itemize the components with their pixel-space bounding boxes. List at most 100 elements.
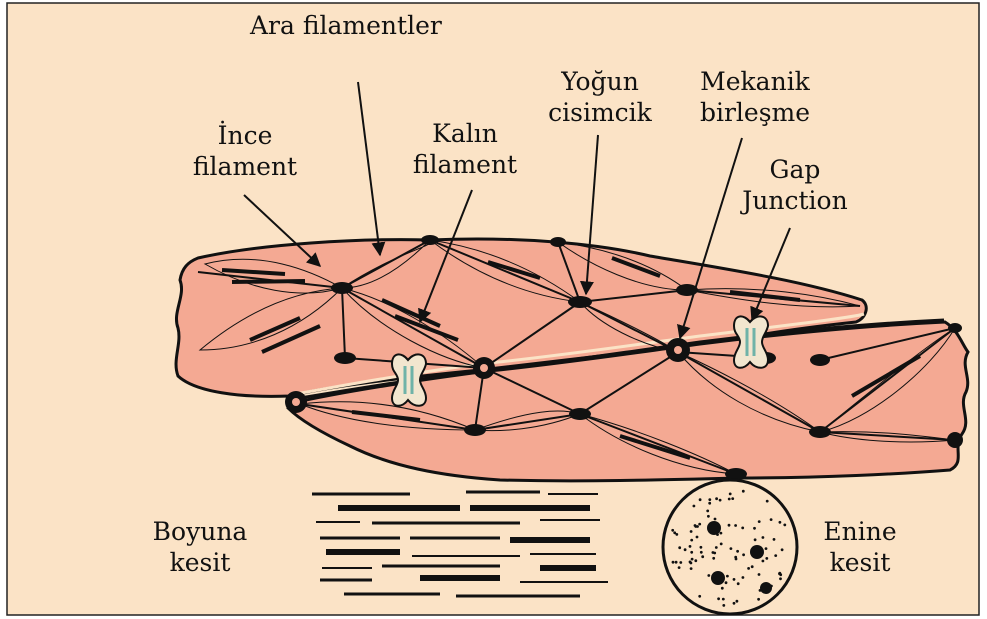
thin-filament-dot (684, 548, 687, 551)
label-cross-section-line2: kesit (800, 547, 920, 578)
label-thin-filament-line2: filament (170, 151, 320, 182)
thin-filament-dot (722, 604, 725, 607)
label-thin-filament: İnce filament (170, 120, 320, 182)
thin-filament-dot (731, 497, 734, 500)
thin-filament-dot (766, 500, 769, 503)
thin-filament-dot (690, 530, 693, 533)
thin-filament-dot (678, 546, 681, 549)
label-cross-section: Enine kesit (800, 516, 920, 578)
thin-filament-dot (783, 524, 786, 527)
thin-filament-dot (720, 532, 723, 535)
thin-filament-dot (713, 552, 716, 555)
thin-filament-dot (690, 539, 693, 542)
thin-filament-dot (712, 557, 715, 560)
label-mechanical-junction-line1: Mekanik (680, 66, 830, 97)
gap-junction-left (392, 354, 426, 405)
label-mechanical-junction-line2: birleşme (680, 97, 830, 128)
thin-filament-dot (713, 578, 716, 581)
thin-filament-dot (733, 578, 736, 581)
thin-filament-dot (720, 543, 723, 546)
thin-filament-dot (714, 518, 717, 521)
thin-filament-dot (689, 545, 692, 548)
thin-filament-dot (700, 551, 703, 554)
thin-filament-dot (706, 510, 709, 513)
thin-filament-dot (728, 498, 731, 501)
thin-filament-dot (758, 573, 761, 576)
thin-filament-dot (721, 587, 724, 590)
label-longitudinal-section-line1: Boyuna (130, 516, 270, 547)
thin-filament-dot (672, 561, 675, 564)
label-cross-section-line1: Enine (800, 516, 920, 547)
thin-filament-dot (690, 551, 693, 554)
thin-filament-dot (742, 576, 745, 579)
thin-filament-dot (781, 548, 784, 551)
thin-filament-dot (762, 536, 765, 539)
thin-filament-dot (691, 558, 694, 561)
thin-filament-dot (698, 595, 701, 598)
thin-filament-dot (753, 527, 756, 530)
thin-filament-dot (751, 565, 754, 568)
thin-filament-dot (758, 520, 761, 523)
thin-filament-dot (696, 536, 699, 539)
thin-filament-dot (733, 602, 736, 605)
label-thick-filament-line1: Kalın (395, 118, 535, 149)
thin-filament-dot (708, 502, 711, 505)
thin-filament-dot (778, 572, 781, 575)
thin-filament-dot (675, 561, 678, 564)
thin-filament-dot (715, 546, 718, 549)
thin-filament-dot (671, 529, 674, 532)
thin-filament-dot (708, 498, 711, 501)
thin-filament-dot (762, 560, 765, 563)
thin-filament-dot (766, 583, 769, 586)
thin-filament-dot (774, 554, 777, 557)
thin-filament-dot (754, 538, 757, 541)
label-gap-junction-line1: Gap (720, 154, 870, 185)
thin-filament-dot (690, 567, 693, 570)
thin-filament-dot (715, 497, 718, 500)
thin-filament-dot (742, 490, 745, 493)
thin-filament-dot (773, 538, 776, 541)
thin-filament-dot (698, 523, 701, 526)
thin-filament-dot (678, 566, 681, 569)
thin-filament-dot (770, 518, 773, 521)
thin-filament-dot (719, 499, 722, 502)
label-thick-filament: Kalın filament (395, 118, 535, 180)
label-gap-junction: Gap Junction (720, 154, 870, 216)
thin-filament-dot (734, 524, 737, 527)
label-intermediate-filaments: Ara filamentler (250, 10, 442, 41)
thin-filament-dot (717, 525, 720, 528)
thin-filament-dot (673, 531, 676, 534)
cross-section (663, 480, 797, 614)
thin-filament-dot (679, 561, 682, 564)
thin-filament-dot (770, 585, 773, 588)
thin-filament-dot (757, 598, 760, 601)
thin-filament-dot (722, 598, 725, 601)
thin-filament-dot (736, 600, 739, 603)
thin-filament-dot (736, 550, 739, 553)
label-mechanical-junction: Mekanik birleşme (680, 66, 830, 128)
thin-filament-dot (737, 582, 740, 585)
thin-filament-dot (716, 533, 719, 536)
thin-filament-dot (707, 515, 710, 518)
label-dense-body-line2: cisimcik (530, 97, 670, 128)
thin-filament-dot (693, 505, 696, 508)
thin-filament-dot (717, 597, 720, 600)
thin-filament-dot (726, 575, 729, 578)
label-longitudinal-section-line2: kesit (130, 547, 270, 578)
label-thick-filament-line2: filament (395, 149, 535, 180)
thin-filament-dot (728, 524, 731, 527)
thin-filament-dot (779, 577, 782, 580)
thin-filament-dot (694, 559, 697, 562)
label-longitudinal-section: Boyuna kesit (130, 516, 270, 578)
thin-filament-dot (699, 498, 702, 501)
thin-filament-dot (690, 562, 693, 565)
label-gap-junction-line2: Junction (720, 185, 870, 216)
label-dense-body-line1: Yoğun (530, 66, 670, 97)
gap-junction-right (734, 316, 768, 367)
thin-filament-dot (779, 521, 782, 524)
thin-filament-dot (765, 557, 768, 560)
thin-filament-dot (707, 574, 710, 577)
label-thin-filament-line1: İnce (170, 120, 320, 151)
thin-filament-dot (734, 556, 737, 559)
thin-filament-dot (752, 549, 755, 552)
